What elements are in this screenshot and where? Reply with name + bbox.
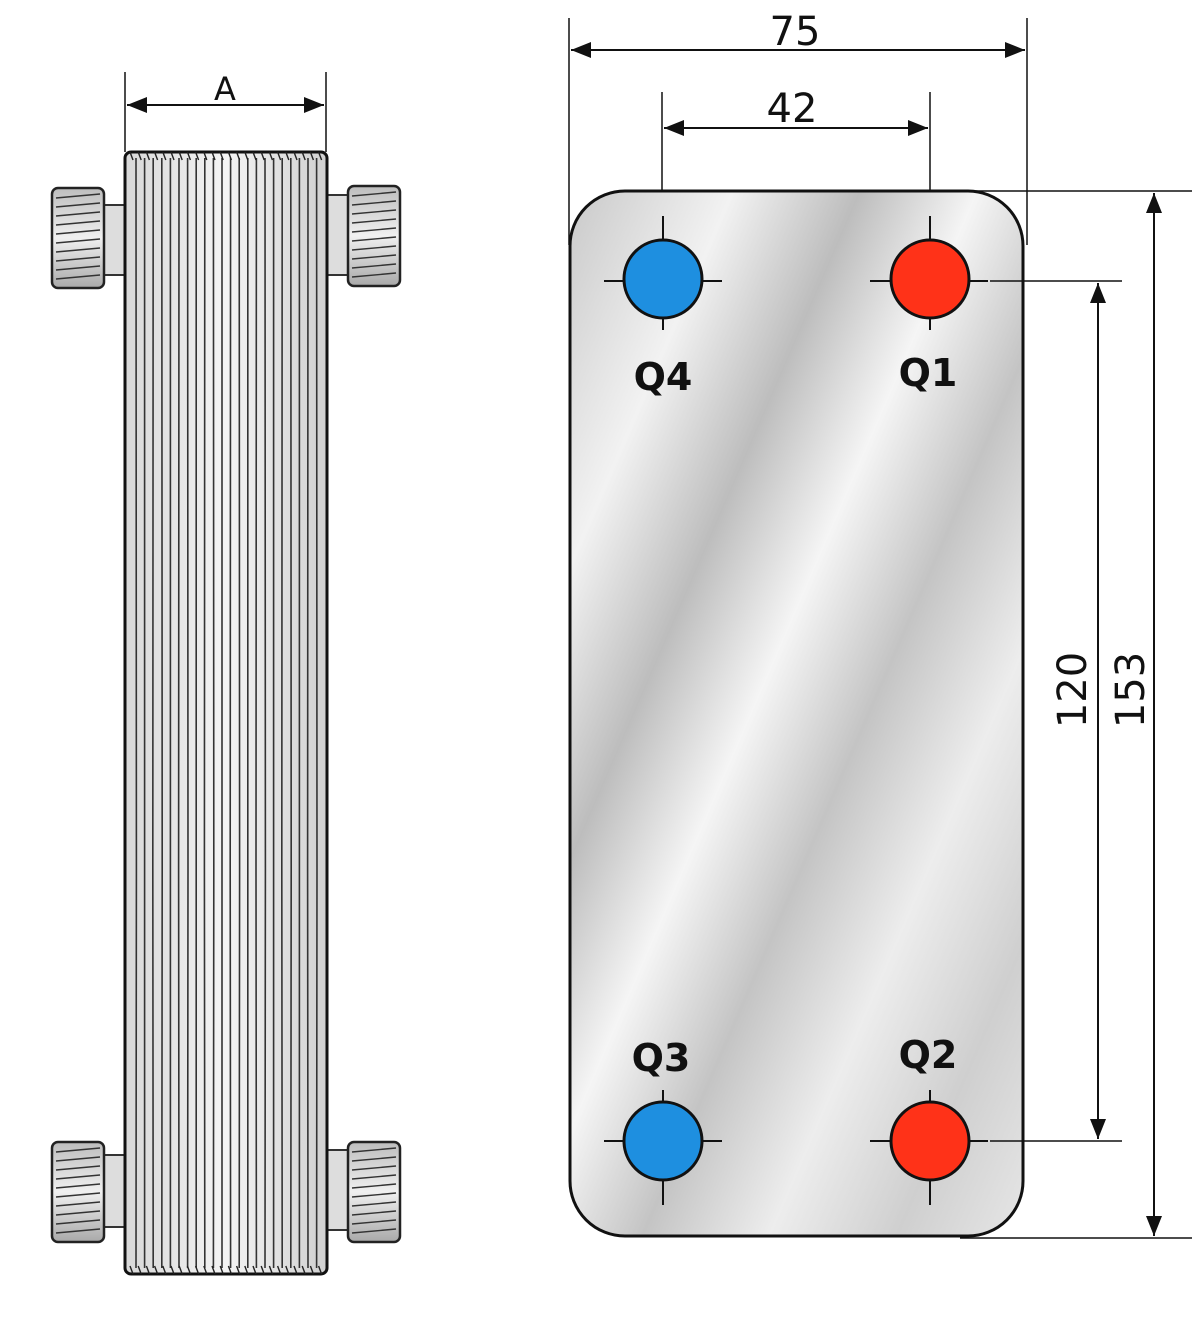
plate-edge-tick bbox=[260, 1265, 265, 1275]
plate-line bbox=[237, 157, 241, 1269]
port-q2-circle bbox=[889, 1100, 971, 1182]
plate-edge-tick bbox=[170, 151, 175, 161]
side-view: A bbox=[50, 70, 402, 1276]
plate-edge-tick bbox=[137, 151, 142, 161]
plate-edge-tick bbox=[227, 1265, 233, 1275]
plate-edge-tick bbox=[178, 1265, 183, 1275]
port-q1: Q1 bbox=[870, 216, 988, 395]
plate-line bbox=[134, 157, 138, 1269]
plate-line bbox=[315, 157, 318, 1269]
dimension-a: A bbox=[124, 70, 327, 152]
plate-edge-tick bbox=[129, 151, 134, 161]
plate-line bbox=[280, 157, 284, 1269]
plate-edge-tick bbox=[178, 151, 183, 161]
plate-line bbox=[255, 157, 258, 1269]
plate-edge-tick bbox=[203, 1265, 208, 1275]
plate-line bbox=[151, 157, 155, 1269]
plate-edge-tick bbox=[301, 1265, 306, 1275]
port-q1-circle bbox=[889, 238, 971, 320]
plate-line bbox=[306, 157, 310, 1269]
plate-edge-tick bbox=[137, 1265, 142, 1275]
port-q4-circle bbox=[622, 238, 704, 320]
plate-view: 75 42 120 153 Q4 bbox=[568, 9, 1192, 1239]
plate-line bbox=[289, 157, 293, 1269]
plate-edge-tick bbox=[186, 151, 192, 161]
plate-edge-tick bbox=[309, 151, 315, 161]
dimension-port-spacing-label: 42 bbox=[767, 86, 818, 132]
plate-edge-tick bbox=[203, 151, 208, 161]
plate-edge-tick bbox=[276, 151, 282, 161]
dimension-a-label: A bbox=[214, 70, 236, 108]
plate-edge-tick bbox=[170, 1265, 175, 1275]
plate-line bbox=[203, 157, 207, 1269]
plate-edge-tick bbox=[317, 1265, 323, 1275]
dimension-width-label: 75 bbox=[770, 9, 821, 55]
plate-edge-tick bbox=[153, 1265, 159, 1275]
plate-edge-tick bbox=[129, 1265, 134, 1275]
plate-line bbox=[177, 157, 181, 1269]
plate-line bbox=[160, 157, 164, 1269]
bottom-left-connection bbox=[50, 1140, 127, 1244]
top-left-connection bbox=[50, 186, 127, 290]
plate-edge-tick bbox=[162, 1265, 167, 1275]
bottom-right-connection bbox=[324, 1140, 402, 1244]
plate-edge-tick bbox=[244, 151, 249, 161]
plate-pack-body bbox=[123, 150, 329, 1276]
dimension-port-vertical: 120 bbox=[990, 280, 1122, 1142]
dimension-width: 75 bbox=[568, 9, 1028, 245]
plate-line bbox=[186, 157, 189, 1269]
port-q2-label: Q2 bbox=[899, 1033, 958, 1077]
plate-edge-tick bbox=[194, 1265, 200, 1275]
plate-edge-tick bbox=[317, 151, 323, 161]
plate-edge-tick bbox=[244, 1265, 249, 1275]
top-right-connection bbox=[324, 184, 402, 288]
plate-edge-tick bbox=[235, 1265, 241, 1275]
plate-edge-tick bbox=[276, 1265, 282, 1275]
plate-edge-tick bbox=[268, 1265, 274, 1275]
plate-edge-tick bbox=[162, 151, 167, 161]
plate-edge-tick bbox=[285, 1265, 290, 1275]
port-q3-circle bbox=[622, 1100, 704, 1182]
plate-edge-tick bbox=[301, 151, 306, 161]
plate-edge-tick bbox=[145, 1265, 151, 1275]
port-q3: Q3 bbox=[604, 1036, 722, 1205]
port-q2: Q2 bbox=[870, 1033, 988, 1205]
port-q3-label: Q3 bbox=[632, 1036, 691, 1080]
plate-edge-tick bbox=[260, 151, 265, 161]
port-q4-label: Q4 bbox=[634, 355, 693, 399]
dimension-port-vertical-label: 120 bbox=[1050, 652, 1096, 728]
dimension-height: 153 bbox=[960, 190, 1192, 1239]
plate-edge-tick bbox=[235, 151, 241, 161]
plate-edge-tick bbox=[211, 151, 216, 161]
port-q1-label: Q1 bbox=[899, 351, 958, 395]
plate-edge-tick bbox=[194, 151, 200, 161]
plate-edge-tick bbox=[211, 1265, 216, 1275]
plate-edge-tick bbox=[293, 1265, 298, 1275]
plate-edge-tick bbox=[252, 1265, 257, 1275]
plate-line bbox=[212, 157, 215, 1269]
plate-line bbox=[263, 157, 267, 1269]
dimension-height-label: 153 bbox=[1108, 652, 1154, 728]
plate-face bbox=[568, 189, 1025, 1238]
plate-edge-tick bbox=[145, 151, 151, 161]
plate-line bbox=[229, 157, 232, 1269]
plate-edge-tick bbox=[268, 151, 274, 161]
plate-edge-tick bbox=[153, 151, 159, 161]
plate-edge-tick bbox=[219, 1265, 224, 1275]
plate-edge-tick bbox=[285, 151, 290, 161]
plate-edge-tick bbox=[293, 151, 298, 161]
plate-edge-tick bbox=[219, 151, 224, 161]
plate-edge-tick bbox=[227, 151, 233, 161]
plate-edge-tick bbox=[309, 1265, 315, 1275]
port-q4: Q4 bbox=[604, 216, 722, 399]
dimension-port-spacing: 42 bbox=[661, 86, 931, 215]
plate-edge-tick bbox=[186, 1265, 192, 1275]
plate-edge-tick bbox=[252, 151, 257, 161]
